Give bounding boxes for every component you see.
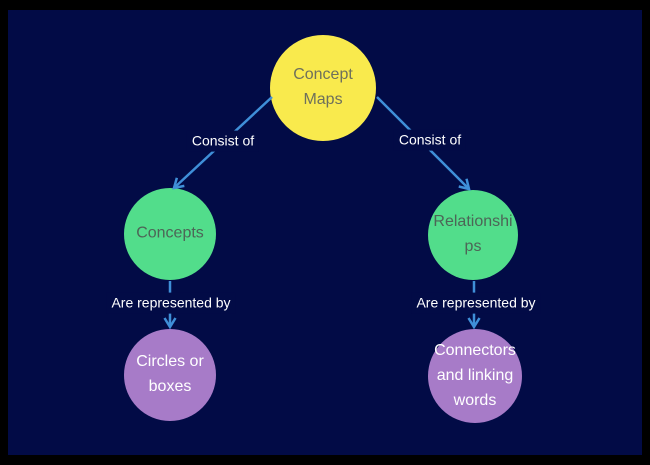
node-connectors-linking-words-circle[interactable]: [428, 329, 522, 423]
node-concept-maps-circle[interactable]: [270, 35, 376, 141]
edge-label-consist-of-right[interactable]: Consist of: [393, 129, 467, 151]
node-circles-or-boxes-circle[interactable]: [124, 329, 216, 421]
edge-label-consist-of-left[interactable]: Consist of: [186, 130, 260, 152]
edge-label-are-represented-by-right[interactable]: Are represented by: [411, 292, 541, 314]
node-relationships-circle[interactable]: [428, 190, 518, 280]
edge-label-are-represented-by-left[interactable]: Are represented by: [106, 292, 236, 314]
node-concepts-circle[interactable]: [124, 188, 216, 280]
